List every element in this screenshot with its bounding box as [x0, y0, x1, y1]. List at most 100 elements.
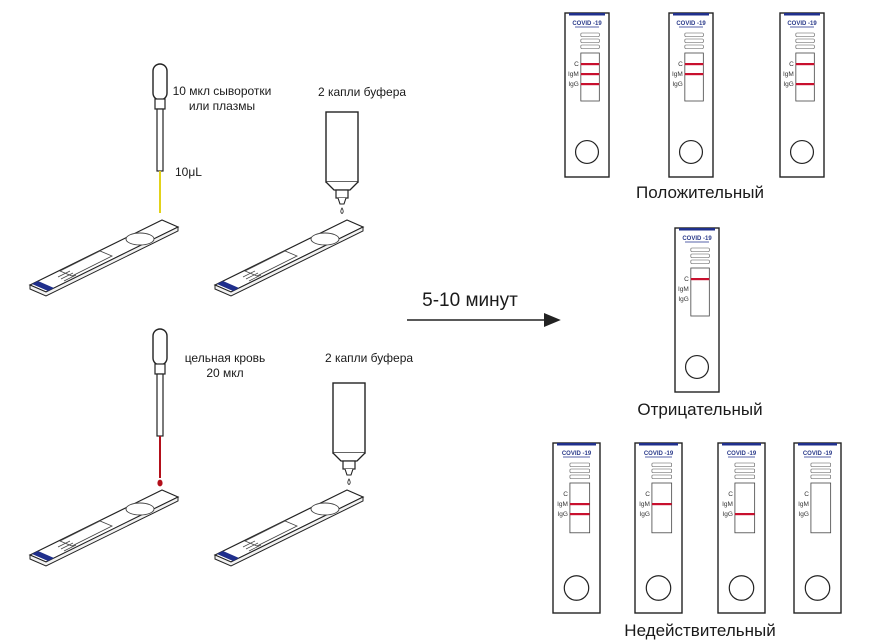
cassette-grip: [580, 38, 600, 43]
result-line-igm: [569, 503, 590, 506]
cassette-grip: [651, 462, 672, 467]
cassette-top-bar: [569, 13, 605, 16]
cassette-grip: [734, 462, 755, 467]
cassette-window: [795, 52, 815, 102]
cassette-grip: [690, 247, 710, 252]
cassette-grip: [795, 32, 815, 37]
cassette-grip: [690, 259, 710, 264]
cassette-label-control: C: [645, 491, 650, 498]
cassette-label-igg: IgG: [678, 296, 688, 303]
bottom-procedure: цельная кровь 20 мкл 2 капли буфера: [29, 328, 413, 567]
blood-stream: [159, 436, 161, 478]
cassette-label-igm: IgM: [672, 71, 683, 78]
cassette-label-igg: IgG: [672, 81, 682, 88]
result-line-igg: [569, 513, 590, 516]
cassette-grip: [684, 44, 704, 49]
cassette-positive-2: COVID -19C IgM IgG: [668, 12, 714, 178]
sample-well: [684, 354, 710, 380]
serum-label-line1: 10 мкл сыворотки: [173, 84, 272, 98]
result-line-igm: [651, 503, 672, 506]
cassette-label-igg: IgG: [557, 511, 567, 518]
cassette-title: COVID -19: [572, 21, 602, 27]
cassette-grip: [684, 32, 704, 37]
cassette-label-igg: IgG: [568, 81, 578, 88]
cassette-top-bar: [673, 13, 709, 16]
cassette-grip: [569, 468, 590, 473]
test-strip-3: [29, 489, 179, 567]
cassette-title: COVID -19: [803, 451, 833, 457]
result-negative-label: Отрицательный: [637, 400, 762, 419]
blood-pipette: [152, 328, 168, 437]
time-arrow: 5-10 минут: [407, 290, 561, 327]
cassette-title: COVID -19: [676, 21, 706, 27]
cassette-window: [734, 482, 756, 534]
sample-well: [804, 575, 831, 601]
test-strip-1: [29, 219, 179, 297]
cassette-label-igm: IgM: [722, 501, 733, 508]
sample-well: [789, 139, 815, 165]
cassette-title: COVID -19: [644, 451, 674, 457]
cassette-label-igg: IgG: [798, 511, 808, 518]
cassette-label-igg: IgG: [722, 511, 732, 518]
cassette-grip: [734, 474, 755, 479]
buffer-bottle-top: [325, 111, 359, 215]
cassette-negative: COVID -19C IgM IgG: [674, 227, 720, 393]
sample-well: [574, 139, 600, 165]
cassette-window: [684, 52, 704, 102]
cassette-label-igg: IgG: [783, 81, 793, 88]
cassette-label-control: C: [804, 491, 809, 498]
serum-label-line2: или плазмы: [189, 99, 255, 113]
result-line-igm: [580, 73, 600, 76]
cassette-label-control: C: [789, 61, 794, 68]
cassette-label-control: C: [563, 491, 568, 498]
result-line-control: [684, 63, 704, 66]
cassette-grip: [810, 474, 831, 479]
sample-well: [678, 139, 704, 165]
cassette-label-control: C: [684, 276, 689, 283]
result-line-control: [795, 63, 815, 66]
cassette-label-control: C: [678, 61, 683, 68]
cassette-label-igm: IgM: [639, 501, 650, 508]
top-procedure: 10 мкл сыворотки или плазмы 10μL 2 капли…: [29, 63, 406, 297]
volume-label: 10μL: [175, 165, 202, 179]
cassette-grip: [810, 462, 831, 467]
sample-well: [645, 575, 672, 601]
cassette-top-bar: [798, 443, 837, 446]
cassette-grip: [569, 474, 590, 479]
cassette-window: [580, 52, 600, 102]
cassette-window: [569, 482, 591, 534]
sample-well: [728, 575, 755, 601]
cassette-title: COVID -19: [727, 451, 757, 457]
result-line-igg: [795, 83, 815, 86]
cassette-grip: [795, 44, 815, 49]
cassette-grip: [580, 32, 600, 37]
cassette-top-bar: [557, 443, 596, 446]
cassette-label-igg: IgG: [639, 511, 649, 518]
cassette-window: [651, 482, 673, 534]
result-line-igm: [684, 73, 704, 76]
buffer-label-top: 2 капли буфера: [318, 85, 406, 99]
serum-pipette: [152, 63, 168, 172]
cassette-grip: [580, 44, 600, 49]
cassette-top-bar: [679, 228, 715, 231]
cassette-title: COVID -19: [787, 21, 817, 27]
cassette-label-igm: IgM: [568, 71, 579, 78]
cassette-label-igm: IgM: [557, 501, 568, 508]
cassette-label-igm: IgM: [678, 286, 689, 293]
cassette-grip: [734, 468, 755, 473]
cassette-top-bar: [639, 443, 678, 446]
time-label: 5-10 минут: [422, 290, 518, 311]
sample-well: [563, 575, 590, 601]
cassette-title: COVID -19: [682, 236, 712, 242]
cassette-top-bar: [722, 443, 761, 446]
cassette-window: [810, 482, 832, 534]
result-invalid-label: Недействительный: [624, 621, 775, 640]
blood-drop: [157, 479, 163, 487]
cassette-label-igm: IgM: [798, 501, 809, 508]
buffer-label-bottom: 2 капли буфера: [325, 351, 413, 365]
cassette-grip: [651, 474, 672, 479]
